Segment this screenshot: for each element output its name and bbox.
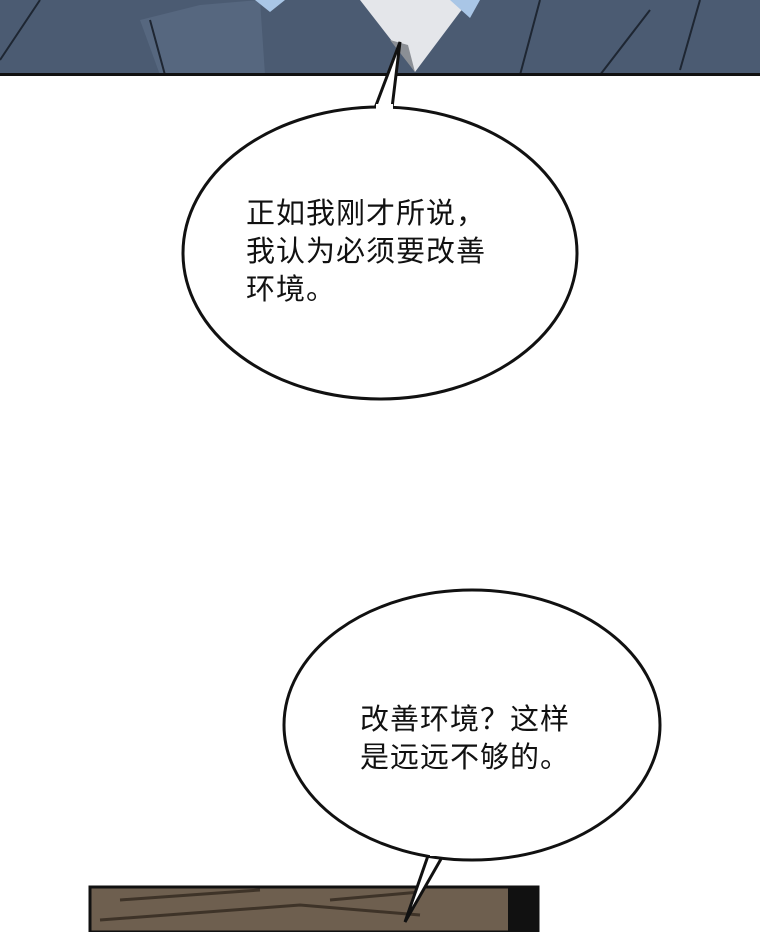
bubble-2-line-2: 是远远不够的。 xyxy=(360,740,571,774)
bubble-1-line-3: 环境。 xyxy=(246,272,337,306)
bubble-1-line-1: 正如我刚才所说， xyxy=(246,196,487,230)
bottom-panel-hair-art xyxy=(88,885,540,932)
speech-bubble-2 xyxy=(282,588,662,923)
bubble-2-text: 改善环境？这样 是远远不够的。 xyxy=(360,700,570,776)
bubble-1-line-2: 我认为必须要改善 xyxy=(246,234,487,268)
top-panel-suit-art xyxy=(0,0,760,76)
speech-bubble-1 xyxy=(181,41,579,401)
bubble-1-text: 正如我刚才所说， 我认为必须要改善 环境。 xyxy=(246,194,486,308)
bubble-2-line-1: 改善环境？这样 xyxy=(360,702,571,736)
